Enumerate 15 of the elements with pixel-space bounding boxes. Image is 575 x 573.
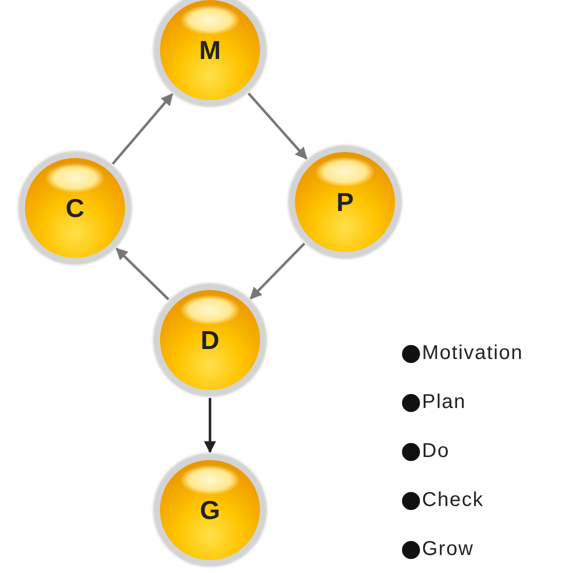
legend-text: Motivation xyxy=(422,342,524,365)
arrow xyxy=(250,242,306,300)
arrow xyxy=(204,398,216,454)
node-letter: P xyxy=(336,186,354,218)
legend-text: Check xyxy=(422,489,484,512)
node-letter: D xyxy=(200,324,220,356)
node-letter: M xyxy=(199,34,221,66)
legend-text: Grow xyxy=(422,538,474,561)
node-letter: G xyxy=(200,494,220,526)
node-letter: C xyxy=(66,192,84,224)
legend-text: Plan xyxy=(422,391,466,414)
arrow xyxy=(248,92,308,160)
arrow xyxy=(112,93,174,165)
legend-text: Do xyxy=(422,440,450,463)
arrow xyxy=(116,248,170,300)
